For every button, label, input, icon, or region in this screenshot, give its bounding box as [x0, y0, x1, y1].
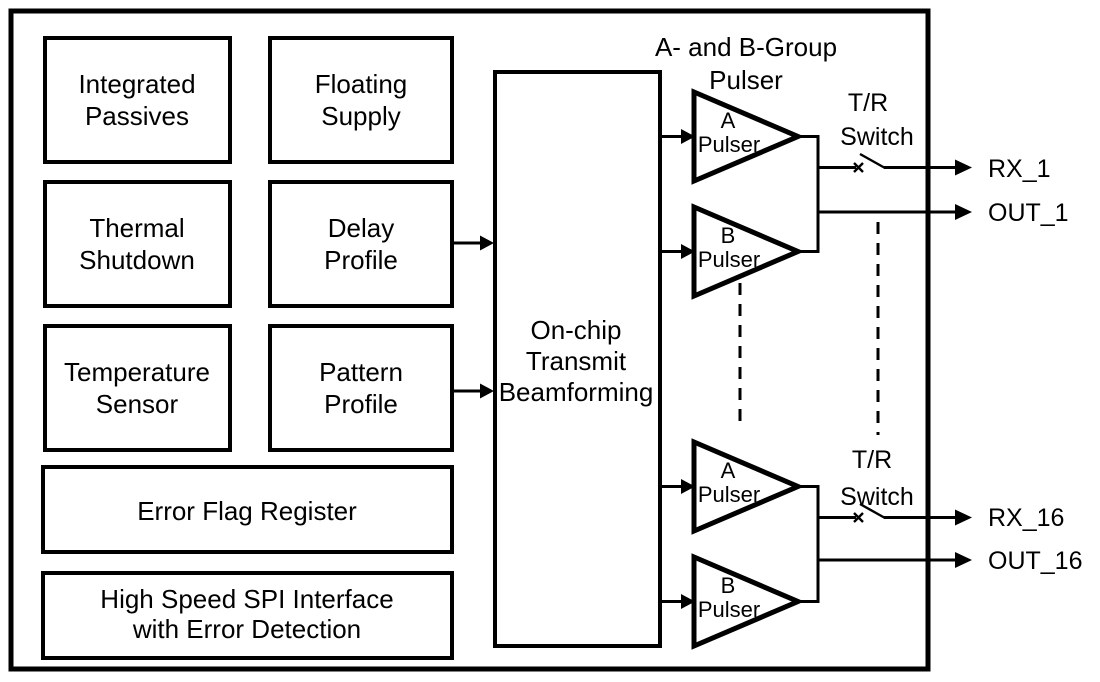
spi-interface-label: High Speed SPI Interface	[100, 584, 393, 614]
b-pulser-top-label: B	[721, 223, 736, 248]
tr-switch-top-label: Switch	[840, 123, 914, 151]
spi-interface-label: with Error Detection	[132, 614, 361, 644]
tr-switch-bottom-label: Switch	[840, 483, 914, 511]
out-16-label: OUT_16	[988, 547, 1082, 575]
switch-contact-x-icon	[853, 162, 864, 173]
beamforming-label: Beamforming	[499, 377, 654, 407]
tr-switch-bottom-label: T/R	[852, 446, 892, 474]
arrowhead-icon	[681, 244, 695, 259]
floating-supply-label: Supply	[321, 101, 401, 131]
b-pulser-bottom-label: B	[721, 573, 736, 598]
switch-blade-icon	[859, 502, 886, 520]
pulser-group-title: A- and B-Group	[655, 32, 837, 62]
temperature-sensor-label: Sensor	[96, 389, 179, 419]
out-1-label: OUT_1	[988, 199, 1069, 227]
beamforming-to-a-pulser-top-arrow	[660, 129, 695, 144]
tr-switch-top-label: T/R	[848, 89, 888, 117]
error-flag-register-label: Error Flag Register	[137, 496, 357, 526]
switch-blade-icon	[859, 152, 886, 170]
b-pulser-top-label: Pulser	[698, 247, 760, 272]
rx-16-arrowhead-icon	[955, 509, 972, 526]
arrowhead-icon	[681, 479, 695, 494]
chip-outline	[8, 8, 931, 672]
pulser-output-bus-top	[798, 135, 820, 253]
out-1-arrowhead-icon	[955, 204, 972, 220]
arrowhead-icon	[681, 129, 695, 144]
thermal-shutdown-box	[43, 180, 232, 308]
tr-switch-bottom	[818, 502, 972, 526]
a-pulser-top-label: A	[721, 108, 736, 133]
integrated-passives-label: Passives	[85, 101, 189, 131]
beamforming-label: Transmit	[526, 346, 627, 376]
integrated-passives-label: Integrated	[78, 69, 195, 99]
arrowhead-icon	[480, 383, 494, 399]
temperature-sensor-box	[43, 324, 232, 452]
beamforming-label: On-chip	[530, 315, 621, 345]
integrated-passives-box	[43, 36, 232, 164]
beamforming-to-b-pulser-bottom-arrow	[660, 594, 695, 609]
out-16-arrowhead-icon	[955, 552, 972, 568]
arrowhead-icon	[480, 235, 494, 251]
switch-contact-x-icon	[853, 512, 864, 523]
rx-1-label: RX_1	[988, 155, 1051, 183]
delay-to-beamforming-arrow	[452, 235, 494, 251]
a-pulser-bottom-label: A	[721, 458, 736, 483]
delay-profile-label: Profile	[324, 245, 398, 275]
pulser-group-title: Pulser	[709, 65, 783, 95]
pattern-profile-label: Profile	[324, 389, 398, 419]
floating-supply-label: Floating	[315, 69, 408, 99]
a-pulser-bottom-label: Pulser	[698, 482, 760, 507]
thermal-shutdown-label: Shutdown	[79, 245, 195, 275]
floating-supply-box	[268, 36, 454, 164]
pattern-profile-box	[268, 324, 454, 452]
b-pulser-bottom-label: Pulser	[698, 597, 760, 622]
rx-1-arrowhead-icon	[955, 159, 972, 176]
pulser-output-bus-bottom	[798, 485, 820, 603]
error-flag-register-box	[41, 465, 454, 554]
pattern-to-beamforming-arrow	[452, 383, 494, 399]
arrowhead-icon	[681, 594, 695, 609]
tr-switch-top	[818, 152, 972, 176]
delay-profile-box	[268, 180, 454, 308]
a-pulser-top-label: Pulser	[698, 132, 760, 157]
beamforming-to-b-pulser-top-arrow	[660, 244, 695, 259]
pattern-profile-label: Pattern	[319, 357, 403, 387]
delay-profile-label: Delay	[328, 213, 394, 243]
temperature-sensor-label: Temperature	[64, 357, 210, 387]
spi-interface-box	[41, 571, 454, 660]
rx-16-label: RX_16	[988, 504, 1064, 532]
beamforming-box	[493, 70, 662, 648]
thermal-shutdown-label: Thermal	[89, 213, 184, 243]
beamforming-to-a-pulser-bottom-arrow	[660, 479, 695, 494]
